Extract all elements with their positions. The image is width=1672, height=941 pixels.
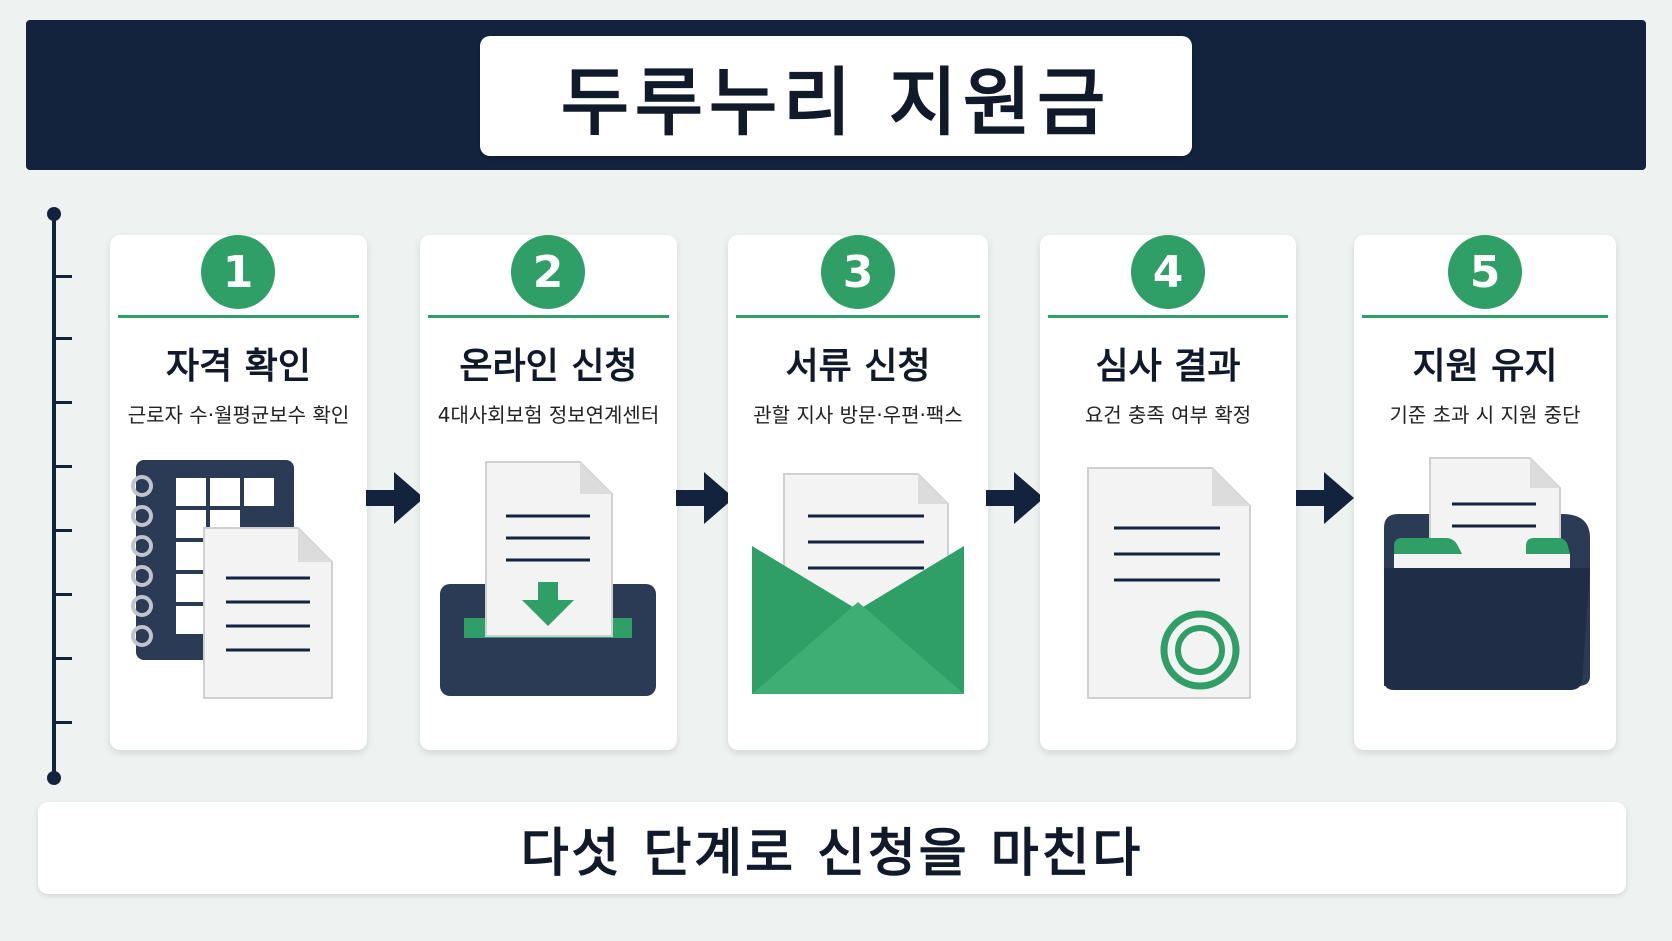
step-card-2: 2 온라인 신청 4대사회보험 정보연계센터 (420, 235, 677, 750)
timeline-dot-bottom (47, 771, 61, 785)
step-divider (736, 315, 980, 318)
step-description: 관할 지사 방문·우편·팩스 (753, 403, 963, 427)
step-description: 요건 충족 여부 확정 (1084, 403, 1252, 427)
step-description: 근로자 수·월평균보수 확인 (127, 403, 350, 427)
step-title: 자격 확인 (165, 346, 311, 387)
step-number-badge: 2 (511, 235, 585, 309)
step-divider (1048, 315, 1288, 318)
file-folder-icon (1384, 457, 1590, 690)
step-card-1: 1 자격 확인 근로자 수·월평균보수 확인 (110, 235, 367, 750)
step-description: 4대사회보험 정보연계센터 (437, 403, 660, 427)
timeline-tick (54, 465, 72, 468)
timeline-line (52, 213, 56, 779)
step-title: 심사 결과 (1095, 346, 1241, 387)
certified-document-icon (1087, 467, 1251, 699)
document-upload-tray-icon (440, 461, 656, 696)
step-description: 기준 초과 시 지원 중단 (1389, 403, 1581, 427)
timeline-tick (54, 593, 72, 596)
arrow-right-icon (986, 472, 1044, 524)
page-title: 두루누리 지원금 (560, 59, 1112, 146)
timeline-tick (54, 721, 72, 724)
step-divider (428, 315, 669, 318)
step-title: 서류 신청 (785, 346, 931, 387)
footer-caption: 다섯 단계로 신청을 마친다 (520, 823, 1144, 884)
title-box: 두루누리 지원금 (480, 36, 1192, 156)
arrow-right-icon (366, 472, 424, 524)
step-card-3: 3 서류 신청 관할 지사 방문·우편·팩스 (728, 235, 988, 750)
timeline-tick (54, 657, 72, 660)
step-card-5: 5 지원 유지 기준 초과 시 지원 중단 (1354, 235, 1616, 750)
step-number-badge: 5 (1448, 235, 1522, 309)
step-title: 지원 유지 (1412, 346, 1558, 387)
footer-box: 다섯 단계로 신청을 마친다 (38, 802, 1626, 894)
timeline-tick (54, 401, 72, 404)
envelope-letter-icon (752, 473, 964, 694)
timeline-tick (54, 529, 72, 532)
step-number-badge: 3 (821, 235, 895, 309)
timeline-ruler (44, 205, 84, 785)
spreadsheet-document-icon (131, 460, 333, 699)
step-card-4: 4 심사 결과 요건 충족 여부 확정 (1040, 235, 1296, 750)
step-number-badge: 4 (1131, 235, 1205, 309)
step-divider (118, 315, 359, 318)
arrow-right-icon (676, 472, 734, 524)
arrow-right-icon (1296, 472, 1354, 524)
timeline-tick (54, 275, 72, 278)
step-title: 온라인 신청 (459, 346, 638, 387)
step-number-badge: 1 (201, 235, 275, 309)
step-divider (1362, 315, 1608, 318)
timeline-dot-top (47, 207, 61, 221)
timeline-tick (54, 337, 72, 340)
